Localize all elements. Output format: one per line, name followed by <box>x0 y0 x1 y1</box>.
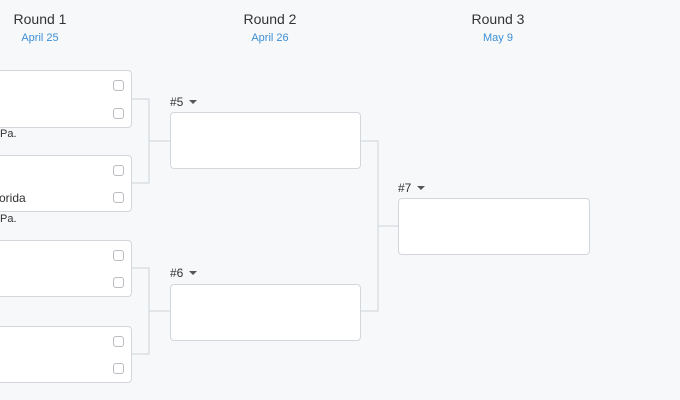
round-3-title: Round 3 <box>471 11 525 27</box>
matchup-box-4 <box>0 326 132 383</box>
game-6-dropdown[interactable]: #6 <box>170 266 198 280</box>
matchup-note-2: Pa. <box>0 213 17 225</box>
connector-r2-games <box>361 140 379 312</box>
round-2-header: Round 2 April 26 <box>190 10 350 45</box>
connector-r1-m1-m2 <box>132 98 150 184</box>
matchup-box-2: orida <box>0 155 132 212</box>
matchup-note-1: Pa. <box>0 128 17 140</box>
team-checkbox-3-top[interactable] <box>113 250 124 261</box>
caret-down-icon <box>189 271 198 275</box>
game-5-slot[interactable] <box>170 112 361 169</box>
game-7-slot[interactable] <box>398 198 590 255</box>
connector-r1-m3-m4 <box>132 267 150 355</box>
team-slot-2-bottom[interactable]: orida <box>0 191 26 205</box>
round-3-date: May 9 <box>483 32 513 44</box>
round-1-date: April 25 <box>21 32 59 44</box>
team-checkbox-1-top[interactable] <box>113 80 124 91</box>
team-checkbox-1-bottom[interactable] <box>113 108 124 119</box>
round-2-date: April 26 <box>251 32 289 44</box>
game-6-slot[interactable] <box>170 284 361 341</box>
team-checkbox-3-bottom[interactable] <box>113 277 124 288</box>
round-1-title: Round 1 <box>13 11 67 27</box>
team-checkbox-4-top[interactable] <box>113 336 124 347</box>
round-3-header: Round 3 May 9 <box>418 10 578 45</box>
team-checkbox-4-bottom[interactable] <box>113 363 124 374</box>
game-5-dropdown[interactable]: #5 <box>170 95 198 109</box>
game-7-dropdown[interactable]: #7 <box>398 181 426 195</box>
caret-down-icon <box>189 100 198 104</box>
caret-down-icon <box>417 186 426 190</box>
team-checkbox-2-bottom[interactable] <box>113 192 124 203</box>
round-2-title: Round 2 <box>243 11 297 27</box>
team-checkbox-2-top[interactable] <box>113 165 124 176</box>
game-6-label: #6 <box>170 266 184 280</box>
matchup-box-1 <box>0 70 132 128</box>
matchup-box-3 <box>0 240 132 297</box>
game-7-label: #7 <box>398 181 412 195</box>
round-1-header: Round 1 April 25 <box>0 10 120 45</box>
game-5-label: #5 <box>170 95 184 109</box>
